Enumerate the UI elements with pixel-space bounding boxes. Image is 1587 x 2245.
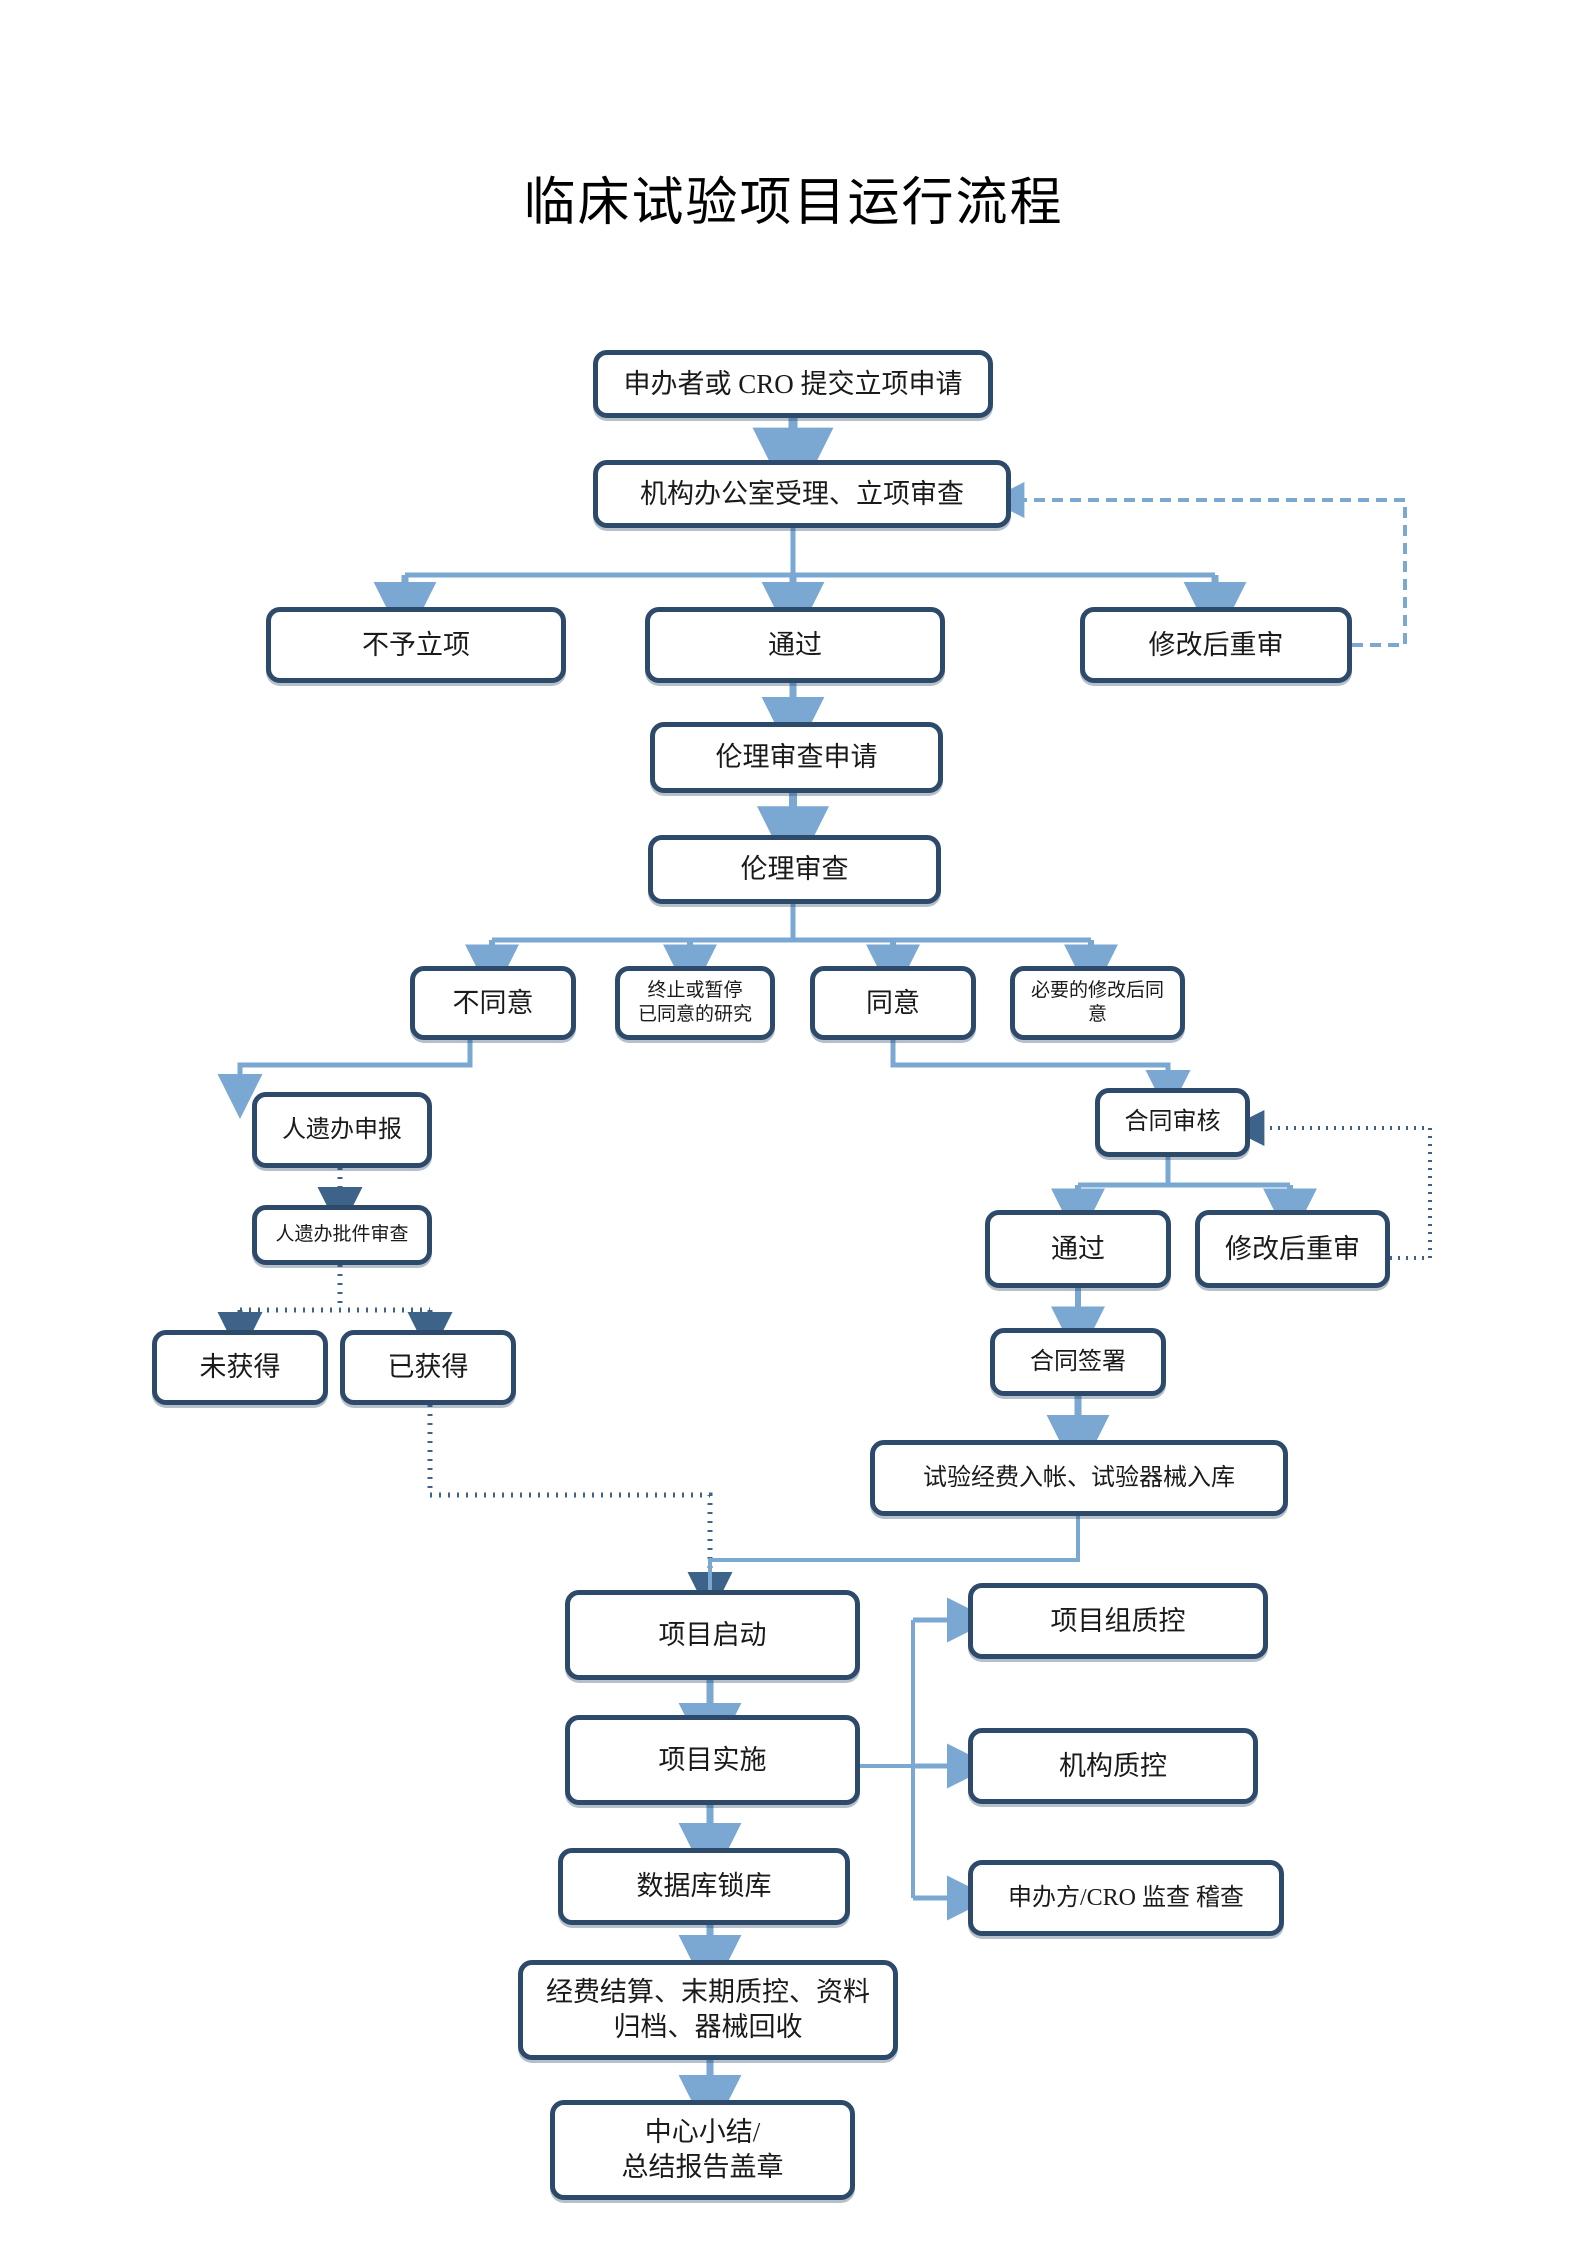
node-label: 试验经费入帐、试验器械入库 [923, 1464, 1235, 1491]
node-ethics-disapproved[interactable]: 不同意 [410, 966, 576, 1040]
node-submit-application[interactable]: 申办者或 CRO 提交立项申请 [593, 350, 993, 418]
node-contract-revise-resubmit[interactable]: 修改后重审 [1195, 1210, 1390, 1288]
node-funds-and-devices[interactable]: 试验经费入帐、试验器械入库 [870, 1440, 1288, 1516]
node-label: 人遗办批件审查 [275, 1223, 409, 1245]
node-not-approved[interactable]: 不予立项 [266, 607, 566, 683]
node-label: 数据库锁库 [636, 1871, 772, 1902]
node-project-team-qc[interactable]: 项目组质控 [968, 1583, 1268, 1659]
node-label: 不予立项 [362, 629, 470, 660]
node-label: 项目启动 [658, 1619, 767, 1650]
node-contract-review[interactable]: 合同审核 [1095, 1088, 1250, 1157]
node-hgrac-approval-review[interactable]: 人遗办批件审查 [252, 1205, 432, 1265]
node-project-implementation[interactable]: 项目实施 [565, 1715, 860, 1805]
node-label: 机构办公室受理、立项审查 [640, 478, 964, 509]
node-label: 申办者或 CRO 提交立项申请 [623, 368, 963, 399]
node-label: 伦理审查 [740, 854, 849, 885]
node-hgrac-filing[interactable]: 人遗办申报 [252, 1092, 432, 1168]
node-label: 合同审核 [1124, 1109, 1221, 1136]
node-institution-passed[interactable]: 通过 [645, 607, 945, 683]
node-label: 机构质控 [1059, 1750, 1167, 1781]
node-obtained[interactable]: 已获得 [340, 1330, 516, 1405]
node-office-intake-review[interactable]: 机构办公室受理、立项审查 [593, 460, 1011, 528]
node-label: 通过 [1051, 1233, 1105, 1264]
node-label: 伦理审查申请 [715, 742, 878, 773]
node-ethics-approved[interactable]: 同意 [810, 966, 976, 1040]
node-terminate-or-suspend[interactable]: 终止或暂停 已同意的研究 [615, 966, 775, 1040]
node-database-lock[interactable]: 数据库锁库 [558, 1848, 850, 1925]
node-label: 未获得 [199, 1352, 281, 1383]
node-ethics-application[interactable]: 伦理审查申请 [650, 722, 943, 793]
node-label: 项目组质控 [1050, 1605, 1186, 1636]
node-approved-after-revision[interactable]: 必要的修改后同意 [1010, 966, 1185, 1040]
node-label: 同意 [866, 987, 920, 1018]
node-label: 通过 [768, 629, 822, 660]
node-label: 终止或暂停 已同意的研究 [637, 979, 752, 1025]
node-label: 修改后重审 [1148, 629, 1284, 660]
node-ethics-review[interactable]: 伦理审查 [648, 835, 941, 904]
node-revise-and-resubmit[interactable]: 修改后重审 [1080, 607, 1352, 683]
node-label: 申办方/CRO 监查 稽查 [1007, 1884, 1244, 1911]
node-label: 项目实施 [658, 1744, 767, 1775]
node-label: 必要的修改后同意 [1030, 979, 1164, 1025]
node-not-obtained[interactable]: 未获得 [152, 1330, 328, 1405]
node-label: 已获得 [387, 1352, 469, 1383]
node-label: 人遗办申报 [282, 1116, 402, 1143]
node-settlement-qc-archive[interactable]: 经费结算、末期质控、资料 归档、器械回收 [518, 1960, 898, 2060]
node-label: 中心小结/ 总结报告盖章 [621, 2117, 784, 2182]
node-label: 修改后重审 [1225, 1233, 1360, 1264]
node-label: 合同签署 [1030, 1348, 1126, 1375]
node-label: 经费结算、末期质控、资料 归档、器械回收 [546, 1977, 870, 2042]
node-center-summary-report[interactable]: 中心小结/ 总结报告盖章 [550, 2100, 855, 2200]
node-project-startup[interactable]: 项目启动 [565, 1590, 860, 1680]
node-sponsor-cro-monitoring-audit[interactable]: 申办方/CRO 监查 稽查 [968, 1860, 1284, 1936]
node-contract-passed[interactable]: 通过 [985, 1210, 1171, 1288]
node-contract-signing[interactable]: 合同签署 [990, 1328, 1166, 1396]
node-label: 不同意 [452, 987, 534, 1018]
node-institution-qc[interactable]: 机构质控 [968, 1728, 1258, 1804]
page-title: 临床试验项目运行流程 [523, 175, 1064, 232]
